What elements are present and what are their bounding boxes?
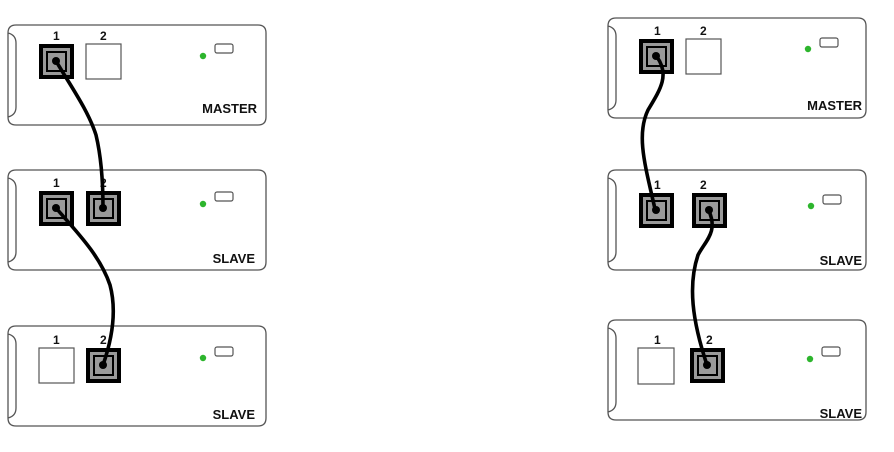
port-2-number: 2 bbox=[100, 29, 107, 43]
cable bbox=[640, 55, 665, 211]
unit-slave: 1 2 SLAVE bbox=[607, 319, 867, 421]
status-led bbox=[199, 200, 207, 208]
port-1-empty bbox=[637, 347, 675, 385]
port-1-number: 1 bbox=[53, 333, 60, 347]
cable bbox=[54, 206, 116, 367]
status-led bbox=[807, 202, 815, 210]
indicator-slot bbox=[821, 346, 841, 357]
port-1-number: 1 bbox=[654, 333, 661, 347]
unit-slave: 1 2 SLAVE bbox=[7, 169, 267, 271]
diagram-right: 1 2 MASTER 1 2 bbox=[607, 17, 867, 421]
indicator-slot bbox=[819, 37, 839, 48]
port-1-number: 1 bbox=[654, 24, 661, 38]
unit-label: SLAVE bbox=[213, 251, 256, 266]
diagram-left: 1 2 MASTER 1 2 bbox=[7, 24, 267, 427]
indicator-slot bbox=[822, 194, 842, 205]
status-led bbox=[804, 45, 812, 53]
unit-master: 1 2 MASTER bbox=[607, 17, 867, 119]
port-1-empty bbox=[38, 347, 75, 384]
port-2-number: 2 bbox=[700, 178, 707, 192]
unit-label: MASTER bbox=[202, 101, 258, 116]
unit-enclosure bbox=[607, 319, 867, 421]
port-2-number: 2 bbox=[700, 24, 707, 38]
unit-label: SLAVE bbox=[213, 407, 256, 422]
port-2-number: 2 bbox=[706, 333, 713, 347]
unit-master: 1 2 MASTER bbox=[7, 24, 267, 126]
cable bbox=[690, 209, 714, 367]
indicator-slot bbox=[214, 346, 234, 357]
indicator-slot bbox=[214, 191, 234, 202]
port-1-number: 1 bbox=[53, 176, 60, 190]
port-2-empty bbox=[85, 43, 122, 80]
unit-slave: 1 2 SLAVE bbox=[7, 325, 267, 427]
unit-label: MASTER bbox=[807, 98, 863, 113]
status-led bbox=[199, 52, 207, 60]
unit-label: SLAVE bbox=[820, 406, 863, 421]
status-led bbox=[199, 354, 207, 362]
unit-slave: 1 2 SLAVE bbox=[607, 169, 867, 271]
unit-label: SLAVE bbox=[820, 253, 863, 268]
port-1-number: 1 bbox=[53, 29, 60, 43]
indicator-slot bbox=[214, 43, 234, 54]
port-1-connected bbox=[639, 193, 674, 228]
status-led bbox=[806, 355, 814, 363]
port-1-number: 1 bbox=[654, 178, 661, 192]
port-2-empty bbox=[685, 38, 722, 75]
port-2-number: 2 bbox=[100, 333, 107, 347]
cable bbox=[54, 59, 105, 210]
